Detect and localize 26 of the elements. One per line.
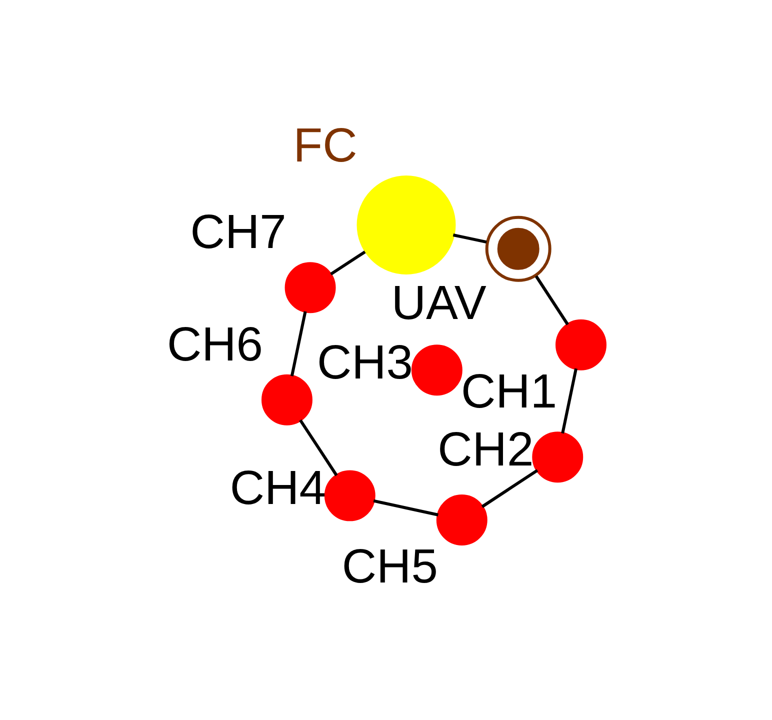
node-circle [436,494,488,546]
connector [373,498,438,516]
node-circle [356,174,456,274]
node-circle [411,344,462,396]
node-circle [261,374,312,425]
connector [299,418,338,476]
node-label: CH1 [461,364,558,418]
node-label: CH4 [230,462,326,515]
connector [534,274,569,325]
node-label: CH7 [190,206,286,259]
node-circle [324,470,376,521]
connector [481,468,538,508]
connector [330,250,366,275]
connector [290,310,307,376]
node-label: CH2 [438,422,534,476]
node-label: FC [293,118,358,172]
connector [452,233,487,244]
node-drone [485,215,552,282]
node-label: CH5 [342,540,438,593]
node-circle [556,318,606,370]
connector [561,368,578,434]
node-label: CH3 [316,336,413,389]
node-circle [532,431,584,482]
node-label: UAV [391,276,486,330]
node-circle [284,262,336,313]
node-label: CH6 [167,318,263,371]
